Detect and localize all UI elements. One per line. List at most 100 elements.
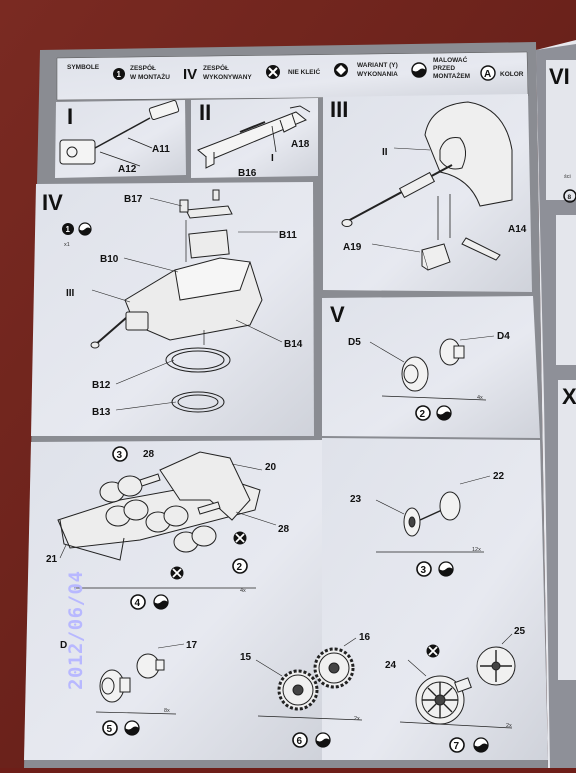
subassembly-roman-icon: IV (183, 66, 197, 83)
barrel-part-drawing (59, 99, 180, 167)
part-label: 25 (514, 626, 526, 637)
wheel-23-22-drawing (375, 475, 491, 553)
part-label: A18 (291, 139, 310, 150)
svg-text:WARIANT (Y): WARIANT (Y) (357, 62, 398, 69)
step-badge-2 (232, 558, 248, 574)
multiplier: 2x (354, 716, 360, 722)
svg-text:KOLOR: KOLOR (500, 71, 524, 78)
multiplier: 8x (164, 708, 170, 714)
assembly-badge-icon (113, 68, 125, 80)
svg-text:3: 3 (117, 450, 123, 461)
paint-icon (411, 62, 427, 78)
part-label: D4 (497, 331, 510, 342)
svg-text:7: 7 (454, 741, 460, 752)
svg-text:ZESPÓŁ: ZESPÓŁ (130, 63, 156, 72)
date-stamp: 2012/06/04 (65, 571, 87, 690)
mantlet-part-drawing (341, 101, 513, 271)
next-page: VI ści 8 X (536, 40, 576, 768)
svg-text:2: 2 (420, 409, 426, 420)
part-label: 22 (493, 471, 505, 482)
no-glue-icon (266, 65, 280, 79)
part-label: A14 (508, 224, 527, 235)
variant-icon (334, 63, 348, 77)
svg-text:MONTAŻEM: MONTAŻEM (433, 72, 470, 80)
part-label: B17 (124, 194, 143, 205)
suspension-drawing (57, 451, 277, 589)
svg-text:1: 1 (66, 225, 71, 234)
svg-text:3: 3 (421, 565, 427, 576)
next-page-label: ści (564, 174, 571, 180)
part-label: I (271, 153, 274, 164)
no-glue-icon (426, 644, 440, 658)
part-label: II (382, 147, 388, 158)
svg-text:WYKONANIA: WYKONANIA (357, 71, 398, 78)
part-label: 20 (265, 462, 277, 473)
part-label: D5 (348, 337, 361, 348)
step-badge-7 (449, 737, 465, 753)
idler-24-25-drawing (399, 633, 516, 729)
sprocket-15-16-drawing (255, 637, 363, 721)
step-number: II (199, 100, 211, 125)
no-glue-icon (233, 531, 247, 545)
part-label: D (60, 640, 67, 651)
svg-text:NIE KLEIĆ: NIE KLEIĆ (288, 67, 320, 76)
part-label: A19 (343, 242, 362, 253)
part-label: 21 (46, 554, 58, 565)
step-badge-2 (415, 405, 431, 421)
step-i-panel: I A11 A12 (55, 99, 186, 178)
multiplier: x1 (64, 242, 70, 248)
step-number: IV (42, 190, 63, 215)
next-step-vi: VI (549, 64, 570, 89)
wheel-d-17-drawing (95, 643, 185, 715)
multiplier: 12x (472, 547, 481, 553)
part-label: A12 (118, 164, 137, 175)
legend-title: SYMBOLE (67, 64, 100, 71)
part-label: A11 (152, 144, 170, 155)
svg-text:MALOWAĆ: MALOWAĆ (433, 55, 468, 64)
svg-text:5: 5 (107, 724, 113, 735)
assembly-badge-icon (62, 223, 74, 235)
step-badge-5 (102, 720, 118, 736)
part-label: B10 (100, 254, 119, 265)
part-label: B16 (238, 168, 257, 179)
part-label: III (66, 288, 75, 299)
part-label: 28 (143, 449, 155, 460)
symbol-legend: SYMBOLE 1 ZESPÓŁ W MONTAŻU IV ZESPÓŁ WYK… (56, 51, 529, 101)
color-icon: A (480, 65, 496, 81)
svg-text:W MONTAŻU: W MONTAŻU (130, 73, 170, 81)
part-label: B13 (92, 407, 111, 418)
turret-drawing (90, 189, 283, 413)
step-badge-3 (112, 446, 128, 462)
part-label: 23 (350, 494, 362, 505)
step-badge-4 (130, 594, 146, 610)
wheel-d5-d4-drawing (369, 335, 495, 401)
next-step-x: X (562, 384, 576, 409)
svg-text:PRZED: PRZED (433, 65, 455, 72)
step-number: I (67, 104, 73, 129)
multiplier: 2x (506, 723, 512, 729)
svg-text:1: 1 (117, 70, 122, 79)
svg-text:6: 6 (297, 736, 303, 747)
step-number: V (330, 302, 345, 327)
part-label: 16 (359, 632, 371, 643)
part-label: B12 (92, 380, 111, 391)
part-label: 24 (385, 660, 397, 671)
step-iv-panel: IV 1 x1 B (31, 182, 314, 436)
step-badge-6 (292, 732, 308, 748)
step-number: III (330, 97, 348, 122)
svg-text:2: 2 (237, 562, 243, 573)
multiplier: 4x (240, 588, 246, 594)
step-badge-3 (416, 561, 432, 577)
step-v-panel: V D5 D4 4x 2 23 22 12x (24, 296, 548, 760)
part-label: B11 (279, 230, 297, 241)
next-badge-8 (563, 189, 576, 203)
svg-text:A: A (484, 69, 491, 80)
svg-text:4: 4 (135, 598, 141, 609)
no-glue-icon (170, 566, 184, 580)
svg-text:8: 8 (568, 194, 572, 201)
part-label: 15 (240, 652, 252, 663)
multiplier: 4x (477, 395, 483, 401)
step-ii-panel: II A18 I B16 (191, 98, 318, 179)
svg-text:WYKONYWANY: WYKONYWANY (203, 74, 252, 81)
